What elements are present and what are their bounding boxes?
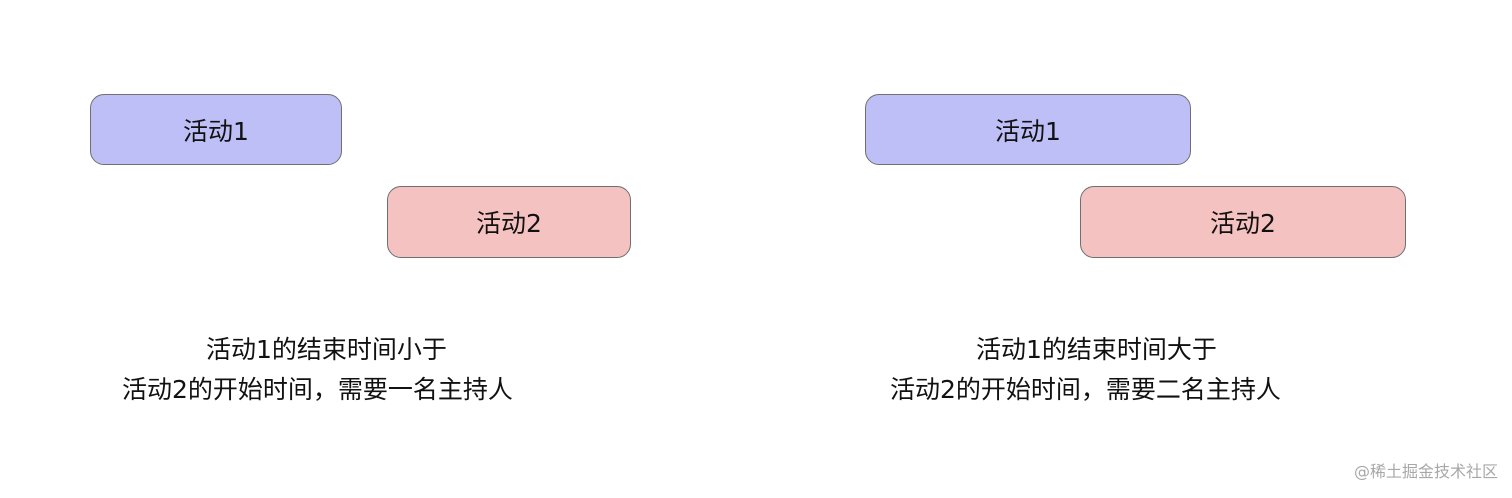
watermark: @稀土掘金技术社区 [1353,462,1498,481]
left-caption-line2: 活动2的开始时间，需要一名主持人 [122,375,513,404]
left-activity1-box: 活动1 [90,94,342,165]
right-activity2-label: 活动2 [1210,209,1276,238]
left-activity2-label: 活动2 [476,209,542,238]
right-caption-line2: 活动2的开始时间，需要二名主持人 [890,375,1281,404]
right-caption-line1: 活动1的结束时间大于 [976,335,1217,364]
left-activity2-box: 活动2 [387,186,631,258]
right-activity1-box: 活动1 [865,94,1191,165]
left-caption-line1: 活动1的结束时间小于 [206,335,447,364]
right-caption: 活动1的结束时间大于 活动2的开始时间，需要二名主持人 [890,330,1350,410]
right-activity1-label: 活动1 [995,116,1061,146]
left-activity1-label: 活动1 [183,116,249,146]
right-activity2-box: 活动2 [1080,186,1406,258]
left-caption: 活动1的结束时间小于 活动2的开始时间，需要一名主持人 [122,330,582,410]
